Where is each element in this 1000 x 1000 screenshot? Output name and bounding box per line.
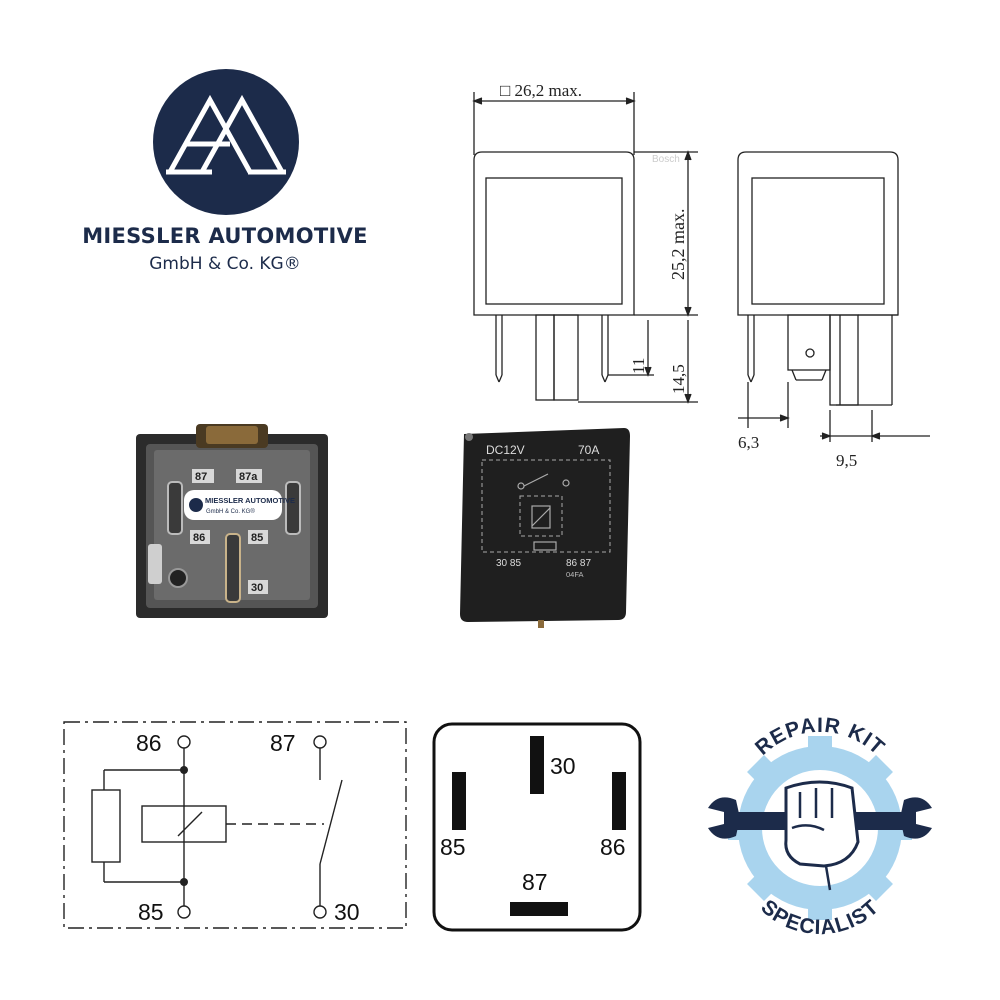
pins-right-label: 86 87 (566, 558, 591, 569)
voltage-label: DC12V (486, 443, 525, 457)
photo-label-87a: 87a (239, 471, 258, 483)
photo-label-85: 85 (251, 532, 263, 544)
short-pin-dimension-label: 11 (629, 358, 648, 374)
code-label: 04FA (566, 570, 584, 579)
long-pin-dimension-label: 14,5 (669, 364, 688, 394)
height-dimension-label: 25,2 max. (668, 209, 688, 281)
pin-width-label: 6,3 (738, 433, 759, 452)
schematic-pin-87: 87 (270, 730, 296, 756)
layout-pin-85: 85 (440, 834, 466, 860)
relay-top-photo: DC12V 70A 30 85 86 87 04FA (460, 428, 630, 628)
schematic-pin-85: 85 (138, 899, 164, 925)
layout-pin-30: 30 (550, 753, 576, 779)
miessler-logo-icon (152, 68, 300, 216)
brand-name: MIESSLER AUTOMOTIVE (82, 224, 368, 248)
relay-bottom-photo: 87 87a 86 85 30 MIESSLER AUTOMOTIVE GmbH… (136, 424, 328, 618)
pin-layout-diagram: 30 85 86 87 (432, 722, 642, 932)
layout-pin-86: 86 (600, 834, 626, 860)
layout-pin-87: 87 (522, 869, 548, 895)
sticker-subtitle: GmbH & Co. KG® (206, 508, 255, 515)
relay-schematic: 86 87 85 30 (63, 721, 407, 929)
brand-subtitle: GmbH & Co. KG® (149, 254, 301, 274)
pin-spacing-label: 9,5 (836, 451, 857, 470)
width-dimension-label: □ 26,2 max. (500, 81, 582, 100)
dimension-drawing: □ 26,2 max. 25,2 max. 11 14,5 6,3 9,5 Bo… (472, 81, 930, 470)
photo-label-30: 30 (251, 582, 263, 594)
sticker-brand: MIESSLER AUTOMOTIVE (205, 496, 295, 505)
photo-label-87: 87 (195, 471, 207, 483)
schematic-pin-30: 30 (334, 899, 360, 925)
photo-label-86: 86 (193, 532, 205, 544)
watermark-text: Bosch (652, 154, 680, 165)
pins-left-label: 30 85 (496, 558, 521, 569)
schematic-pin-86: 86 (136, 730, 162, 756)
repair-kit-badge: REPAIR KIT SPECIALIST (708, 714, 932, 939)
current-label: 70A (578, 443, 599, 457)
